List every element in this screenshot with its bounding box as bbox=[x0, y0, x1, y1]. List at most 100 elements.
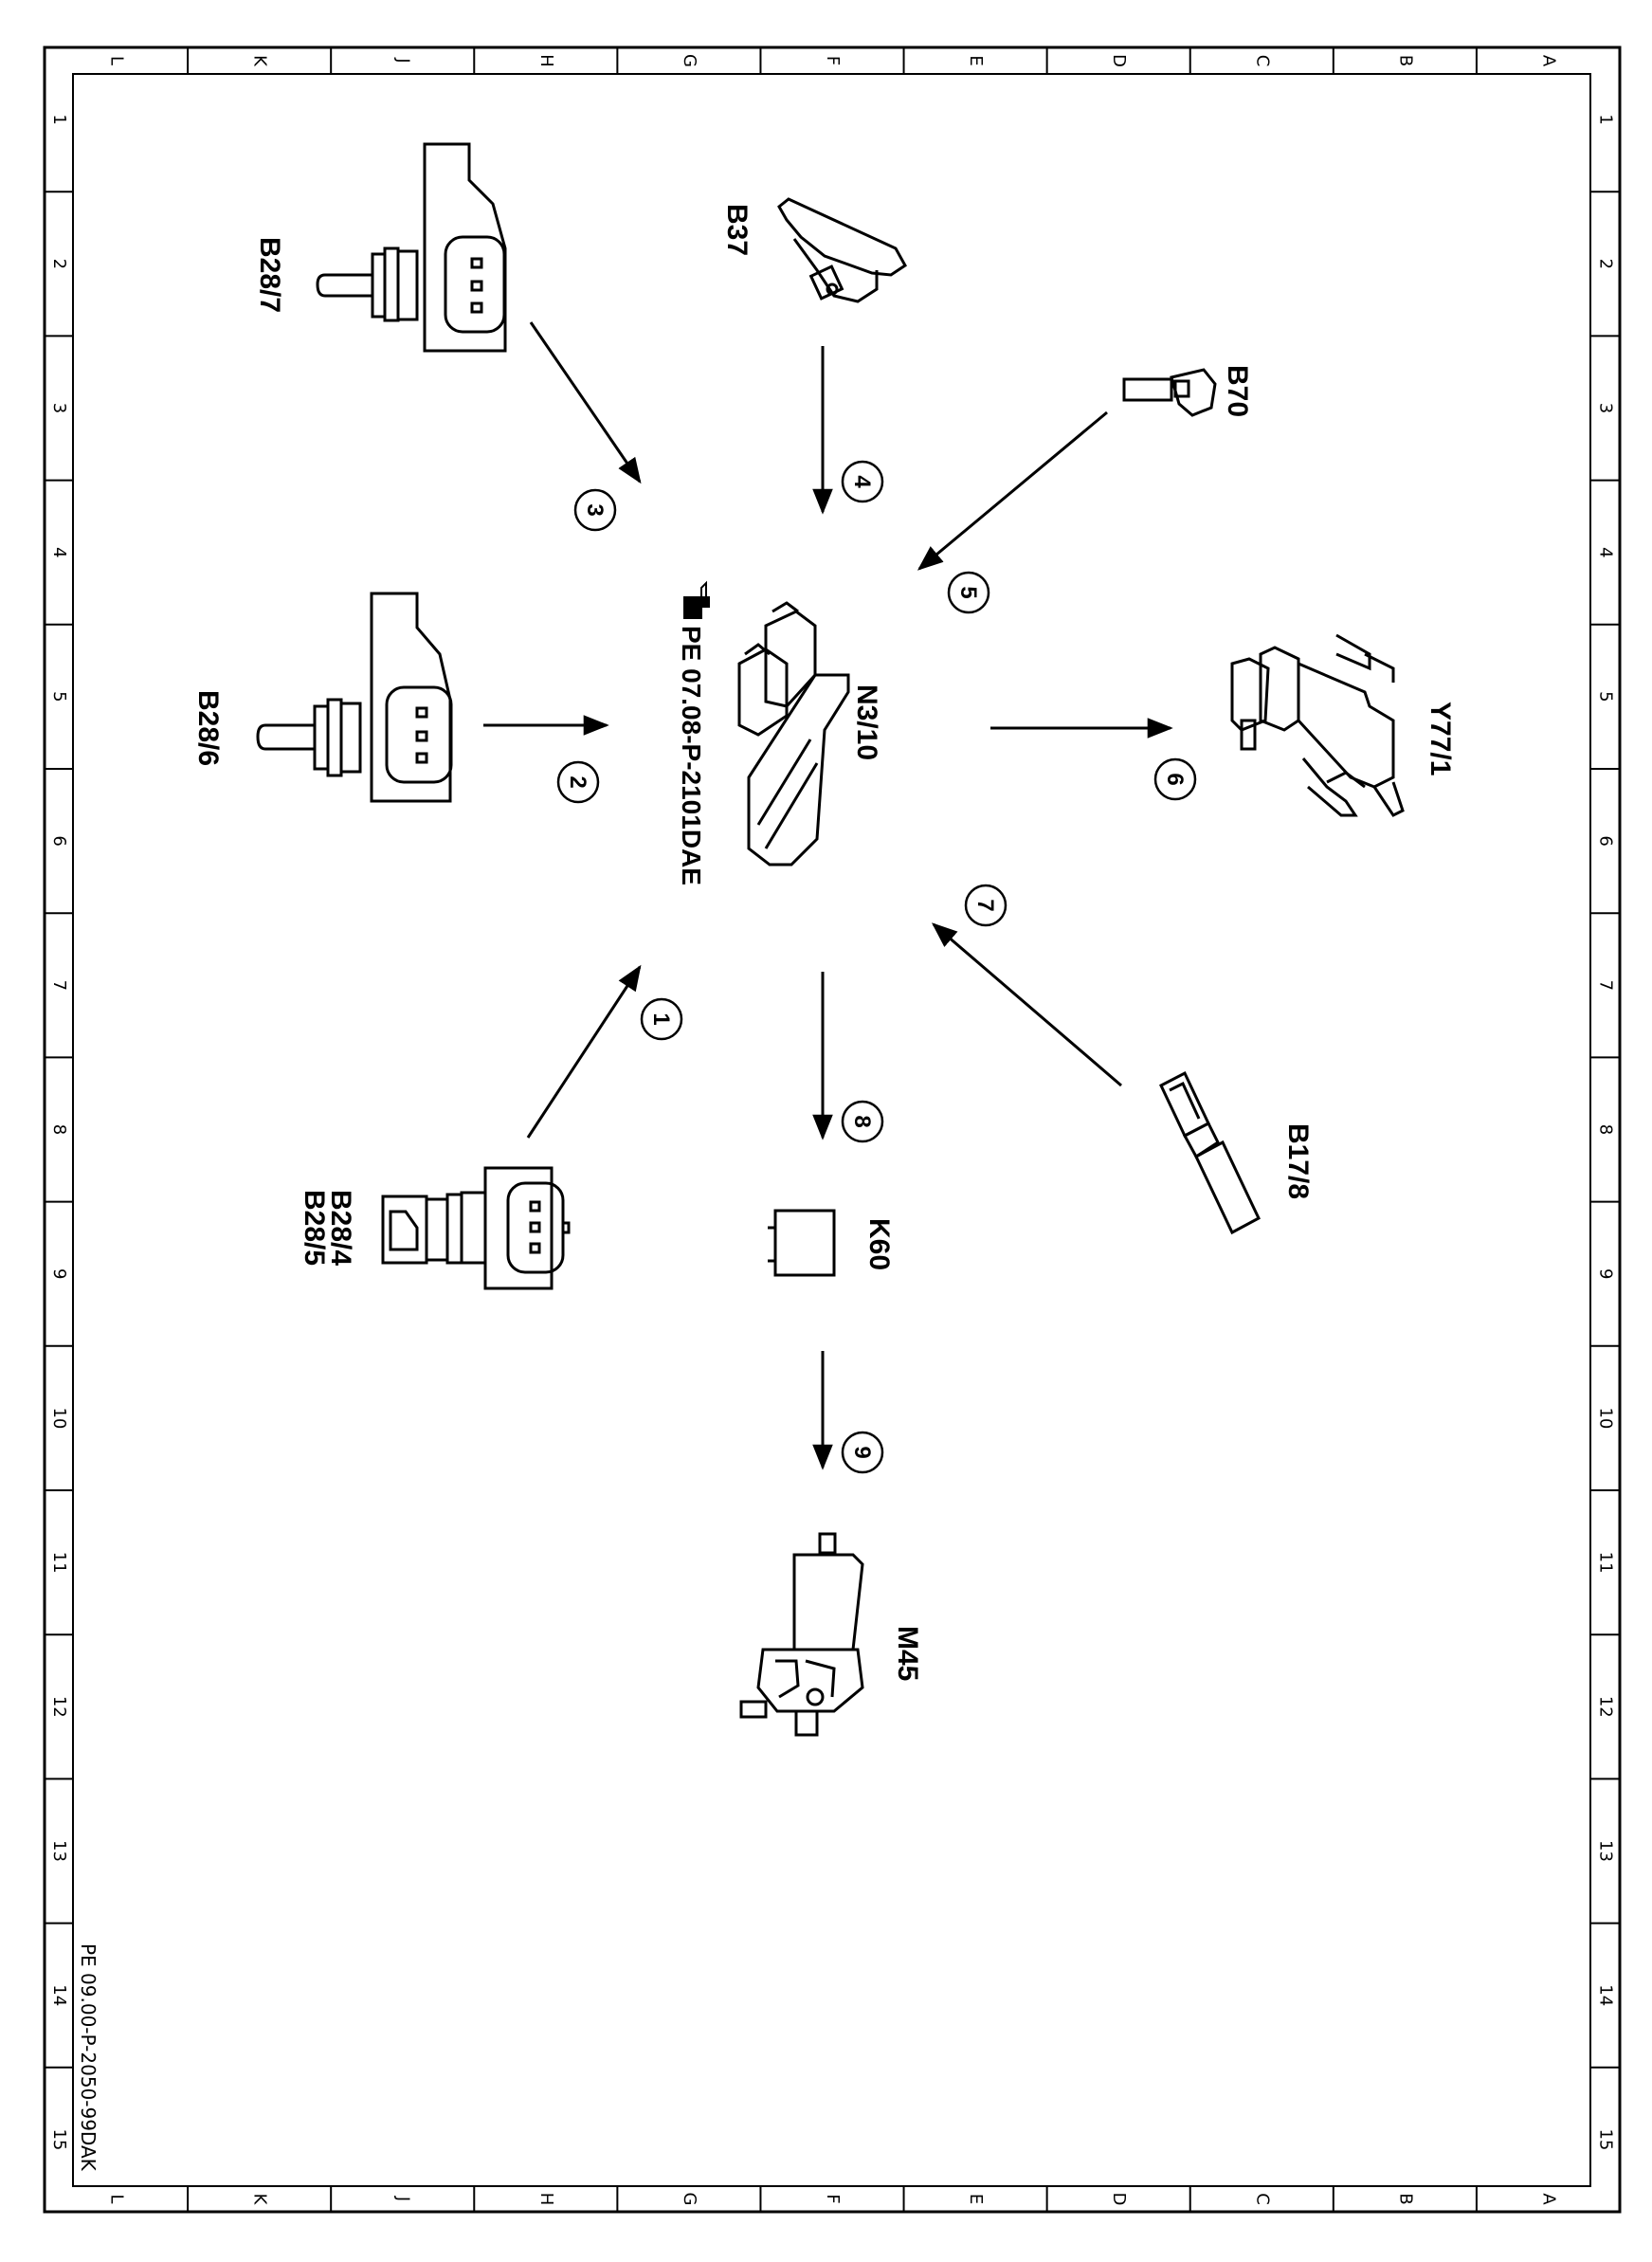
grid-number-left: 9 bbox=[49, 1268, 69, 1279]
grid-letter-bottom: D bbox=[1109, 2193, 1129, 2206]
signal-number-8: 8 bbox=[849, 1115, 875, 1127]
outer-frame bbox=[43, 46, 1622, 2214]
grid-letter-top: G bbox=[680, 54, 699, 67]
grid-number-left: 7 bbox=[49, 980, 69, 991]
grid-number-right: 13 bbox=[1596, 1840, 1616, 1862]
signal-marker-9 bbox=[841, 1431, 884, 1474]
grid-letter-top: A bbox=[1538, 55, 1558, 67]
grid-letter-bottom: A bbox=[1538, 2193, 1558, 2205]
sensor-b70 bbox=[1122, 368, 1217, 417]
signal-marker-5 bbox=[947, 571, 990, 614]
signal-marker-4 bbox=[841, 460, 884, 503]
grid-letter-top: F bbox=[823, 56, 843, 65]
pointing-hand-icon bbox=[683, 580, 710, 619]
grid-number-right: 1 bbox=[1596, 114, 1616, 124]
grid-letter-bottom: G bbox=[680, 2193, 699, 2206]
grid-number-right: 14 bbox=[1596, 1984, 1616, 2006]
grid-letter-bottom: H bbox=[536, 2193, 556, 2206]
label-b28-4: B28/4 bbox=[325, 1190, 356, 1266]
signal-number-7: 7 bbox=[972, 899, 998, 911]
grid-number-left: 6 bbox=[49, 835, 69, 846]
label-b37: B37 bbox=[721, 204, 753, 256]
signal-marker-2 bbox=[556, 760, 600, 804]
sensor-b28-4-b28-5 bbox=[381, 1166, 571, 1290]
grid-number-left: 15 bbox=[49, 2128, 69, 2150]
grid-letter-top: C bbox=[1252, 55, 1272, 67]
grid-number-left: 10 bbox=[49, 1407, 69, 1429]
grid-number-right: 3 bbox=[1596, 403, 1616, 413]
sensor-b17-8 bbox=[1159, 1070, 1261, 1235]
sensor-b28-7 bbox=[316, 142, 507, 353]
inner-frame bbox=[72, 73, 1591, 2187]
grid-letter-bottom: E bbox=[966, 2194, 986, 2204]
valve-y77-1 bbox=[1230, 633, 1405, 817]
sensor-b28-6 bbox=[256, 592, 453, 803]
signal-number-5: 5 bbox=[955, 586, 981, 598]
signal-marker-6 bbox=[1153, 757, 1197, 801]
grid-number-right: 10 bbox=[1596, 1407, 1616, 1429]
grid-ticks bbox=[45, 47, 1620, 2212]
grid-number-left: 14 bbox=[49, 1984, 69, 2006]
grid-letter-bottom: F bbox=[823, 2194, 843, 2203]
grid-number-right: 15 bbox=[1596, 2128, 1616, 2150]
grid-letter-bottom: K bbox=[250, 2194, 270, 2206]
grid-letter-top: E bbox=[966, 55, 986, 65]
grid-number-right: 5 bbox=[1596, 691, 1616, 702]
label-k60: K60 bbox=[863, 1218, 895, 1270]
label-n3-10: N3/10 bbox=[851, 684, 882, 760]
signal-number-6: 6 bbox=[1162, 773, 1188, 785]
grid-letter-bottom: J bbox=[393, 2196, 413, 2201]
grid-number-left: 13 bbox=[49, 1840, 69, 1862]
grid-letter-top: H bbox=[536, 54, 556, 67]
arrow-7 bbox=[931, 922, 1122, 1087]
grid-letter-top: J bbox=[393, 57, 413, 63]
grid-number-right: 11 bbox=[1596, 1552, 1616, 1574]
signal-number-2: 2 bbox=[565, 775, 590, 788]
grid-letter-bottom: L bbox=[107, 2194, 127, 2203]
label-b28-5: B28/5 bbox=[299, 1190, 330, 1266]
drawing-reference: PE 09.00-P-2050-99DAK bbox=[77, 1943, 100, 2172]
grid-number-right: 7 bbox=[1596, 980, 1616, 991]
grid-letter-bottom: B bbox=[1395, 2193, 1415, 2204]
label-m45: M45 bbox=[892, 1626, 923, 1681]
signal-marker-1 bbox=[640, 997, 683, 1041]
grid-number-right: 9 bbox=[1596, 1268, 1616, 1279]
grid-number-right: 12 bbox=[1596, 1696, 1616, 1718]
ecu-n3-10 bbox=[737, 601, 850, 866]
grid-letter-top: K bbox=[250, 55, 270, 67]
grid-letter-top: D bbox=[1109, 54, 1129, 67]
signal-marker-3 bbox=[573, 488, 617, 532]
grid-number-left: 11 bbox=[49, 1552, 69, 1574]
grid-number-left: 1 bbox=[49, 114, 69, 124]
label-b28-6: B28/6 bbox=[192, 690, 224, 766]
grid-letter-bottom: C bbox=[1252, 2193, 1272, 2205]
signal-number-1: 1 bbox=[648, 1012, 674, 1025]
label-y77-1: Y77/1 bbox=[1425, 702, 1456, 775]
signal-number-9: 9 bbox=[849, 1446, 875, 1458]
grid-number-left: 3 bbox=[49, 403, 69, 413]
grid-number-left: 2 bbox=[49, 259, 69, 269]
signal-marker-7 bbox=[964, 884, 1008, 927]
sensor-b37 bbox=[777, 197, 907, 303]
signal-number-3: 3 bbox=[582, 503, 608, 516]
label-b28-7: B28/7 bbox=[254, 237, 285, 313]
grid-number-left: 5 bbox=[49, 691, 69, 702]
grid-number-right: 2 bbox=[1596, 259, 1616, 269]
signal-arrows bbox=[483, 321, 1173, 1470]
grid-letter-top: B bbox=[1395, 55, 1415, 66]
arrow-1 bbox=[526, 964, 642, 1139]
cross-reference: PE 07.08-P-2101DAE bbox=[677, 626, 706, 885]
grid-number-left: 8 bbox=[49, 1124, 69, 1135]
grid-letter-top: L bbox=[107, 56, 127, 65]
signal-number-4: 4 bbox=[849, 475, 875, 488]
relay-k60 bbox=[768, 1209, 836, 1277]
grid-number-right: 4 bbox=[1596, 547, 1616, 557]
grid-number-right: 6 bbox=[1596, 835, 1616, 846]
grid-number-right: 8 bbox=[1596, 1124, 1616, 1135]
arrow-5 bbox=[917, 410, 1108, 571]
grid-number-left: 4 bbox=[49, 547, 69, 557]
label-b17-8: B17/8 bbox=[1282, 1123, 1314, 1199]
label-b70: B70 bbox=[1222, 365, 1253, 417]
